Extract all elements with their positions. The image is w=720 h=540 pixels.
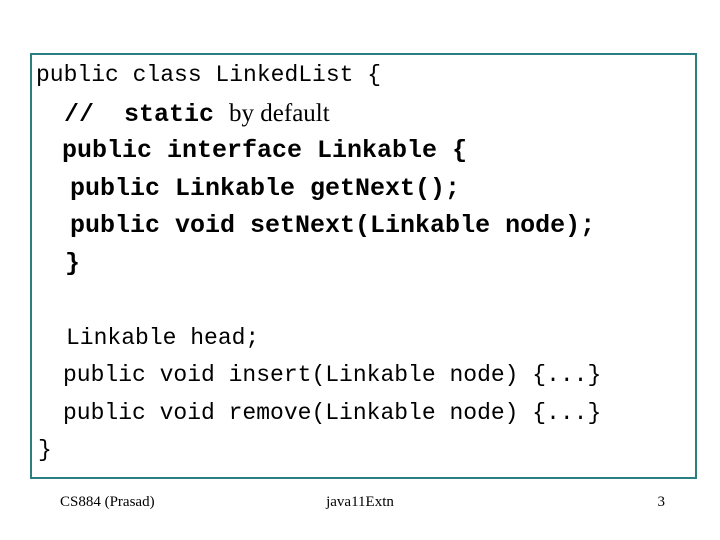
footer-deck-label: java11Extn [326, 494, 394, 510]
code-text: public void insert(Linkable node) {...} [63, 362, 602, 388]
code-text: } [38, 437, 52, 463]
code-line: Linkable head; [32, 320, 695, 358]
code-line: public class LinkedList { [32, 57, 695, 95]
code-text: } [65, 248, 81, 278]
code-text: Linkable head; [66, 324, 260, 351]
code-line: } [32, 432, 695, 470]
code-line: public void setNext(Linkable node); [32, 207, 695, 245]
blank-line [32, 282, 695, 320]
code-text: public void remove(Linkable node) {...} [63, 399, 602, 426]
code-line: public Linkable getNext(); [32, 170, 695, 208]
code-line: public void remove(Linkable node) {...} [32, 395, 695, 433]
footer-course-label: CS884 (Prasad) [60, 494, 155, 510]
code-text: public interface Linkable { [62, 136, 468, 165]
code-text: public class LinkedList { [36, 62, 382, 88]
code-line-comment: // static by default [32, 95, 695, 133]
slide-footer: CS884 (Prasad) java11Extn 3 [0, 494, 720, 516]
footer-page-number: 3 [657, 494, 666, 510]
code-text: public void setNext(Linkable node); [70, 211, 596, 240]
code-line: public interface Linkable { [32, 132, 695, 170]
code-text: // static [64, 99, 230, 129]
code-line: public void insert(Linkable node) {...} [32, 357, 695, 395]
code-text: public Linkable getNext(); [70, 173, 461, 203]
code-text-box: public class LinkedList { // static by d… [30, 53, 697, 479]
code-line: } [32, 245, 695, 283]
comment-annotation: by default [229, 99, 330, 127]
